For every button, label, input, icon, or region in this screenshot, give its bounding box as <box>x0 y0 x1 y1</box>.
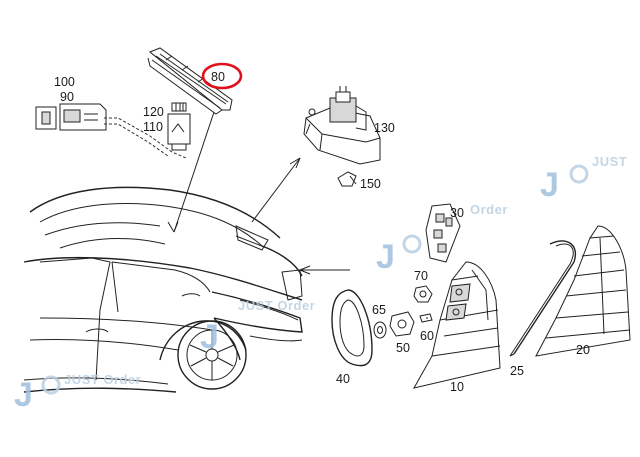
brake-light-part-80 <box>147 47 233 115</box>
tail-lamp-part-10 <box>413 261 501 389</box>
label-20: 20 <box>576 343 590 357</box>
label-65: 65 <box>372 303 386 317</box>
bulb-part-150 <box>337 171 357 187</box>
washer-part-65 <box>373 321 387 339</box>
nut-part-50 <box>389 311 415 337</box>
connector-part-90-100 <box>35 103 187 159</box>
label-60: 60 <box>420 329 434 343</box>
leader-arrow-80 <box>167 221 179 233</box>
screw-part-60 <box>419 313 433 323</box>
trim-strip-part-25 <box>509 240 577 357</box>
label-40: 40 <box>336 372 350 386</box>
label-25: 25 <box>510 364 524 378</box>
leader-line-130 <box>251 157 301 223</box>
label-50: 50 <box>396 341 410 355</box>
leader-line-80 <box>173 111 215 233</box>
label-110: 110 <box>143 120 163 134</box>
nut-part-70 <box>413 285 433 303</box>
label-30: 30 <box>450 206 464 220</box>
watermark-brand-top2: Order <box>470 202 508 217</box>
watermark-letter-4: J <box>14 376 33 414</box>
leader-arrow-tail <box>299 265 311 275</box>
watermark-letter-2: J <box>376 238 395 276</box>
label-70: 70 <box>414 269 428 283</box>
car-body <box>23 186 303 393</box>
label-150: 150 <box>360 177 381 191</box>
watermark-brand-top: JUST <box>592 154 627 169</box>
watermark-letter-3: J <box>200 318 219 356</box>
label-130: 130 <box>374 121 395 135</box>
label-90: 90 <box>60 90 74 104</box>
watermark-brand-bottom: JUST Order <box>64 372 141 387</box>
lens-part-20 <box>535 225 631 357</box>
label-100: 100 <box>54 75 75 89</box>
highlight-circle <box>201 62 243 90</box>
bulb-carrier-part-30 <box>425 203 461 263</box>
label-120: 120 <box>143 105 164 119</box>
watermark-brand-mid: JUST Order <box>238 298 315 313</box>
seal-part-40 <box>331 289 373 367</box>
license-lamp-part-130 <box>303 86 381 165</box>
watermark-letter-1: J <box>540 166 559 204</box>
label-10: 10 <box>450 380 464 394</box>
watermark: J JUST J Order J JUST Order J JUST Order <box>14 154 627 414</box>
label-80: 80 <box>211 70 225 84</box>
part-labels: 100 90 80 120 110 130 150 30 70 65 60 50… <box>54 70 590 394</box>
leader-arrow-130 <box>289 157 301 169</box>
bulb-holder-part-110-120 <box>167 102 191 151</box>
